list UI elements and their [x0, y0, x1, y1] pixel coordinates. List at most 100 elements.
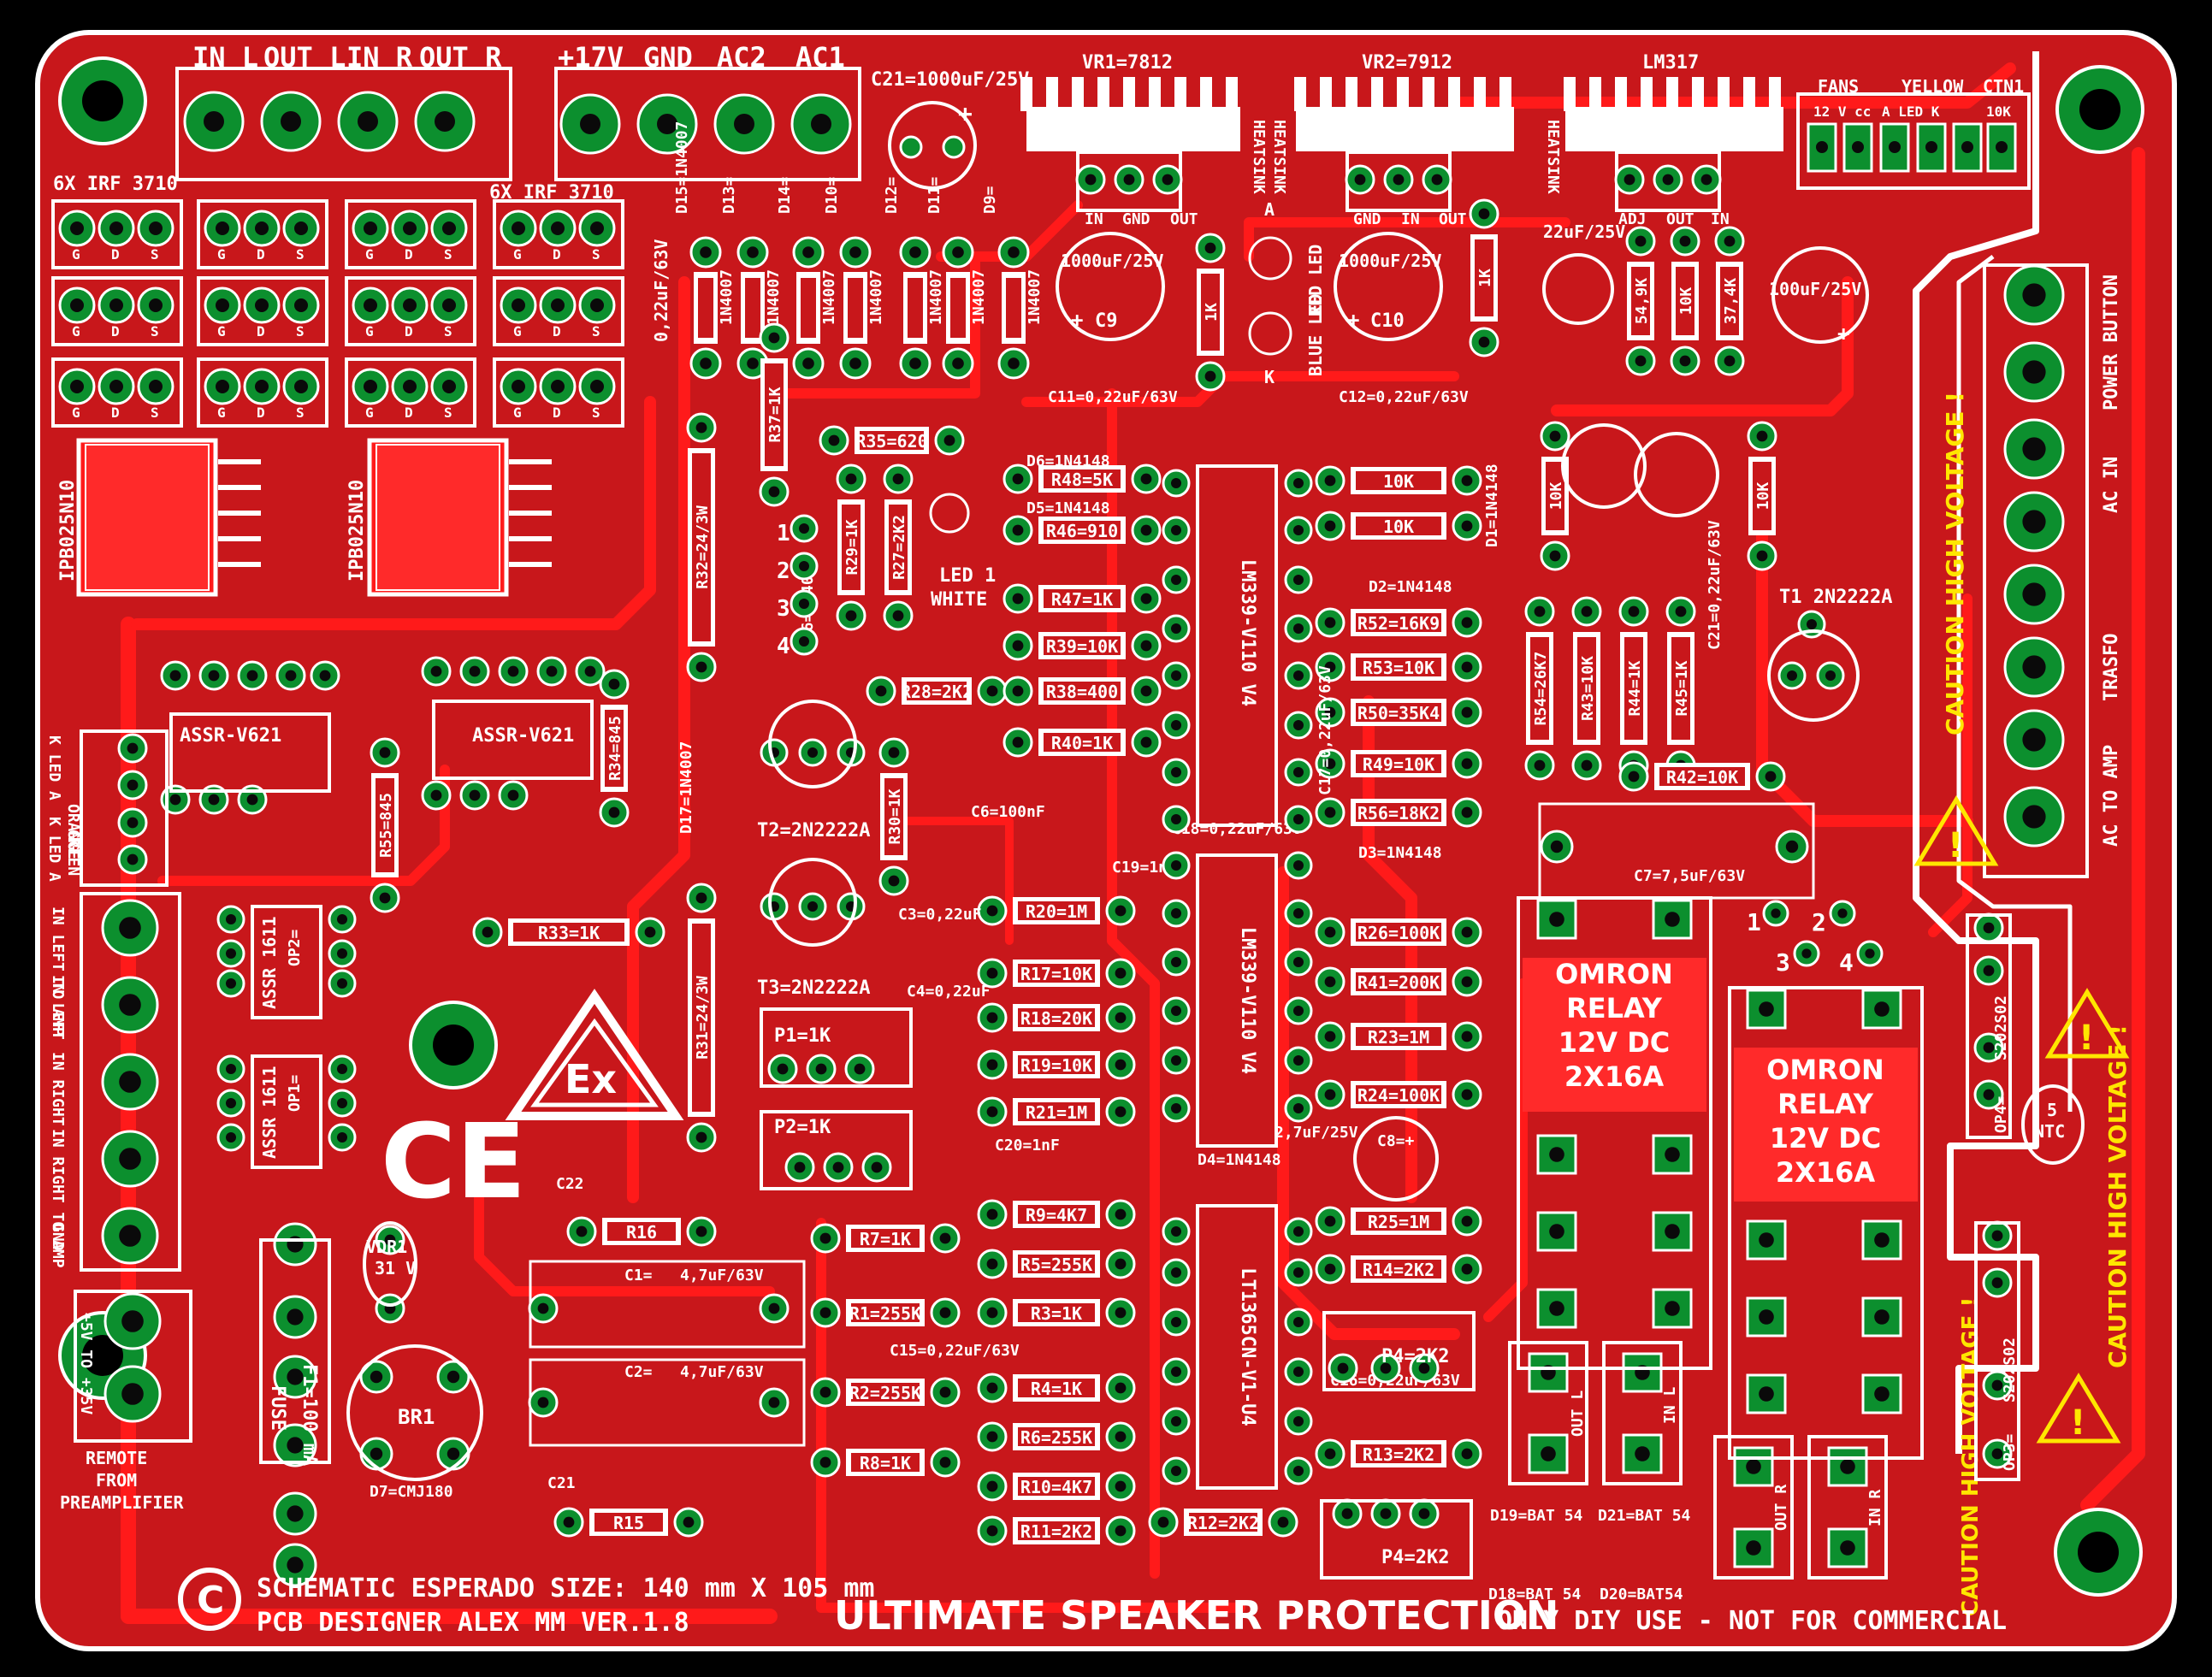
drill-hole [70, 298, 84, 312]
drill-hole [1461, 1030, 1473, 1042]
footer-note: ONLY DIY USE - NOT FOR COMMERCIAL [1497, 1606, 2007, 1636]
resistor: R7=1K [810, 1223, 961, 1254]
resistor: R42=10K [1618, 761, 1786, 792]
drill-hole [1393, 174, 1405, 186]
resistor: R2=255K [810, 1377, 961, 1408]
part-label: 1N4007 [970, 269, 988, 325]
part-label: R53=10K [1363, 658, 1434, 678]
drill-hole [799, 561, 809, 571]
pad [1861, 1296, 1902, 1337]
drill-hole [1816, 141, 1828, 153]
svg-text:BLUE LED: BLUE LED [1305, 294, 1326, 376]
drill-hole [1549, 1224, 1564, 1239]
warning-triangle-icon: ! [1913, 795, 1999, 866]
drill-hole [149, 221, 163, 235]
drill-hole [294, 380, 308, 393]
resistor: R8=1K [810, 1447, 961, 1478]
drill-hole [1140, 524, 1152, 536]
svg-text:12V DC: 12V DC [1558, 1026, 1670, 1059]
drill-hole [1746, 1540, 1761, 1556]
part-label: 1N4007 [867, 269, 885, 325]
drill-hole [1983, 1089, 1995, 1101]
part-label: C11=0,22uF/63V [1048, 388, 1178, 406]
drill-hole [747, 246, 759, 258]
svg-text:IPB025N10: IPB025N10 [57, 480, 79, 582]
drill-hole [2022, 437, 2046, 461]
drill-hole [1171, 957, 1181, 967]
drill-hole [294, 298, 308, 312]
ipb025n10-left: IPB025N10 [57, 438, 261, 597]
drill-hole [430, 789, 442, 801]
resistor: R31=24/3W [686, 883, 717, 1153]
resistor: R4=1K [977, 1373, 1136, 1403]
pin-label: D [405, 246, 413, 263]
part-label: R2=255K [849, 1383, 921, 1403]
drill-hole [986, 685, 998, 697]
drill-hole [169, 670, 181, 682]
part-label: R31=24/3W [694, 976, 712, 1060]
svg-text:1000uF/25V: 1000uF/25V [1339, 251, 1441, 271]
ssr-left: ASSR-V621 [169, 712, 331, 793]
part-label: D6=1N4148 [1026, 452, 1110, 470]
drill-hole [1171, 1267, 1181, 1278]
part-label: R56=18K2 [1357, 803, 1440, 824]
resistor: R10=4K7 [977, 1471, 1136, 1502]
drill-hole [1293, 1103, 1304, 1113]
drill-hole [794, 1161, 806, 1173]
svg-text:IN: IN [1085, 210, 1103, 228]
jumper-numbers: 1 2 3 4 [777, 521, 790, 659]
part-label: R35=620 [855, 431, 927, 452]
part-label: R42=10K [1666, 767, 1738, 788]
pad [1746, 1219, 1787, 1261]
drill-hole [695, 661, 707, 673]
pin-label: S [444, 404, 452, 421]
part-label: R19=10K [1020, 1055, 1092, 1076]
drill-hole [109, 221, 123, 235]
drill-hole [384, 1234, 396, 1246]
pin-label: S [592, 404, 600, 421]
drill-hole [546, 665, 558, 677]
drill-hole [226, 914, 236, 924]
drill-hole [447, 1447, 460, 1461]
svg-text:OP3=: OP3= [2001, 1433, 2019, 1471]
drill-hole [1171, 1367, 1181, 1377]
drill-hole [807, 747, 818, 758]
pin-label: D [553, 404, 561, 421]
drill-hole [507, 665, 519, 677]
svg-text:5: 5 [2047, 1100, 2057, 1120]
resistor: R5=255K [977, 1249, 1136, 1279]
remote-connector: +5V TO +35V REMOTE FROM PREAMPLIFIER [60, 1290, 192, 1513]
part-label: R1=255K [849, 1303, 921, 1324]
svg-text:ASSR 1611: ASSR 1611 [259, 917, 280, 1009]
part-label: 1N4007 [765, 269, 783, 325]
drill-hole [1012, 685, 1024, 697]
pin-label: G [365, 323, 374, 340]
copyright-icon: C [178, 1568, 241, 1631]
drill-hole [2022, 510, 2046, 534]
drill-hole [892, 473, 904, 485]
part-label: R7=1K [860, 1229, 911, 1249]
svg-text:!: ! [2070, 1403, 2085, 1443]
drill-hole [819, 1456, 831, 1468]
drill-hole [127, 853, 139, 865]
drill-hole [2022, 582, 2046, 606]
resistor: R1=255K [810, 1297, 961, 1328]
part-label: R13=2K2 [1363, 1444, 1434, 1465]
part-label: R48=5K [1051, 469, 1113, 490]
svg-text:LM339-V110 V4: LM339-V110 V4 [1237, 927, 1258, 1074]
transistors-top-right [1561, 423, 1719, 517]
svg-text:C10: C10 [1370, 310, 1405, 332]
drill-hole [1171, 525, 1181, 535]
caution-text-2: CAUTION HIGH VOLTAGE ! [2103, 1025, 2132, 1368]
svg-text:ASSR-V621: ASSR-V621 [180, 725, 281, 747]
drill-hole [1991, 1277, 2003, 1289]
drill-hole [1759, 1386, 1774, 1402]
part-label: R44=1K [1626, 660, 1644, 716]
drill-hole [121, 1383, 144, 1405]
drill-hole [1549, 1301, 1564, 1316]
